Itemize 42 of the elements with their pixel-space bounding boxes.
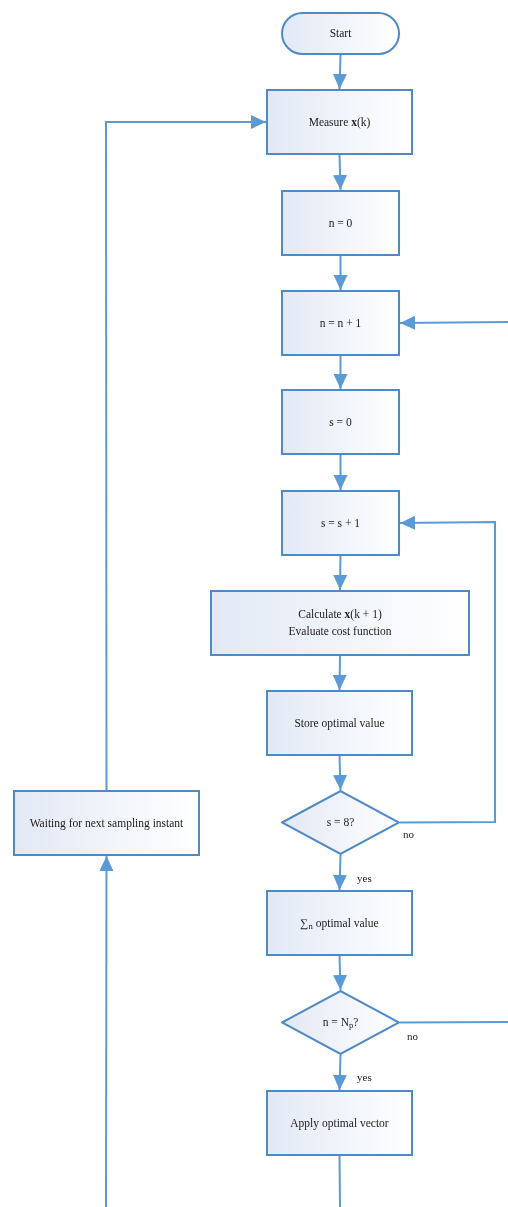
node-text: n = N$_{p}$? — [322, 1015, 359, 1030]
start-terminal — [281, 12, 400, 55]
process-box — [266, 89, 413, 155]
node-text: n = n + 1 — [319, 315, 362, 331]
arrow — [332, 655, 347, 691]
arrow — [105, 115, 267, 791]
arrow — [333, 555, 348, 591]
arrow — [332, 1054, 347, 1091]
process-box — [281, 290, 400, 356]
process-box — [266, 690, 413, 756]
node-text: Start — [329, 26, 352, 41]
process-box — [281, 190, 400, 256]
arrow — [399, 315, 508, 330]
arrow — [333, 154, 348, 191]
arrow — [333, 454, 348, 491]
node-text: s = 8? — [326, 815, 355, 830]
node-text: ∑$_{n}$ optimal value — [300, 915, 379, 932]
node-text: Waiting for next sampling instant — [29, 815, 184, 832]
process-box — [281, 490, 400, 556]
decision-diamond — [281, 790, 400, 855]
arrow — [333, 955, 348, 991]
arrow — [333, 355, 348, 390]
node-text: Measure x(k) — [308, 114, 371, 131]
arrow — [99, 855, 114, 1207]
node-text: Store optimal value — [294, 715, 385, 732]
node-text: Evaluate cost function — [288, 624, 392, 639]
node-text: s = s + 1 — [320, 515, 361, 531]
node-text: Apply optimal vector — [290, 1115, 389, 1132]
arrow — [333, 755, 348, 791]
node-text: n = 0 — [328, 215, 353, 231]
process-box — [266, 890, 413, 956]
arrow — [332, 54, 347, 90]
node-text: s = 0 — [329, 414, 352, 430]
arrow — [333, 255, 348, 291]
process-box — [13, 790, 200, 856]
process-box — [210, 590, 470, 656]
arrow — [332, 854, 347, 891]
process-box — [281, 389, 400, 455]
arrow — [399, 515, 496, 824]
decision-diamond — [281, 990, 400, 1055]
process-box — [266, 1090, 413, 1156]
node-text: Calculate x(k + 1) — [298, 607, 382, 623]
